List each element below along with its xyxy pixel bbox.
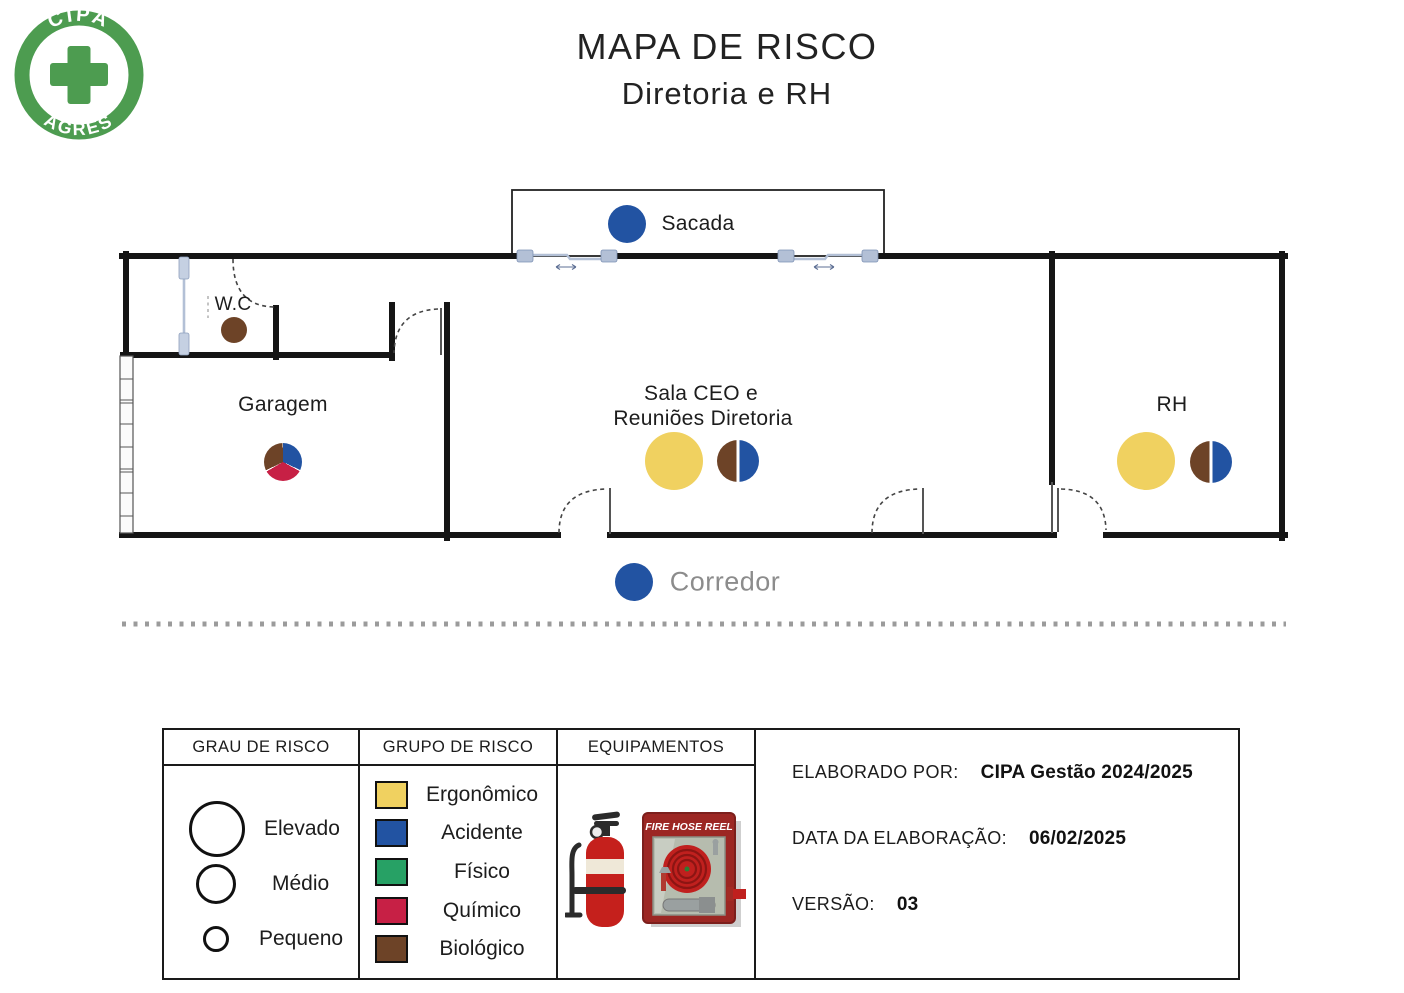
door-arcs — [232, 258, 1107, 534]
page-subtitle: Diretoria e RH — [621, 76, 833, 111]
sliding-door-right — [777, 249, 879, 270]
grupo-label-ergonomico: Ergonômico — [425, 782, 539, 806]
floorplan-walls — [119, 251, 1288, 541]
grau-header: GRAU DE RISCO — [164, 730, 358, 766]
info-value-elaborado: CIPA Gestão 2024/2025 — [980, 762, 1193, 783]
swatch-fisico — [375, 857, 408, 886]
risk-dot-wc-biologico — [221, 317, 247, 343]
garage-door — [119, 355, 134, 534]
sacada-outline — [511, 189, 885, 257]
swatch-acidente — [375, 819, 408, 848]
risk-dot-sacada-acidente — [608, 205, 646, 243]
info-label-versao: VERSÃO: — [792, 894, 875, 914]
swatch-ergonomico — [375, 780, 408, 809]
room-label-sacada: Sacada — [661, 212, 735, 235]
door-leaves — [440, 308, 1059, 534]
entry-door — [178, 256, 209, 356]
logo-cross-v — [67, 46, 91, 104]
logo-top-text: CIPA — [45, 10, 111, 33]
grupo-body: Ergonômico Acidente Físico Químico Bioló… — [360, 766, 556, 978]
grau-circle-medio — [196, 864, 236, 904]
legend-col-info: ELABORADO POR: CIPA Gestão 2024/2025 DAT… — [756, 730, 1238, 978]
grupo-row: Ergonômico — [360, 780, 556, 809]
grupo-label-biologico: Biológico — [439, 937, 525, 961]
fire-hose-reel-label: FIRE HOSE REEL — [645, 821, 733, 833]
room-label-rh: RH — [1156, 393, 1188, 416]
info-label-data: DATA DA ELABORAÇÃO: — [792, 828, 1007, 848]
info-value-versao: 03 — [896, 894, 919, 915]
fire-hose-reel-icon: FIRE HOSE REEL — [642, 812, 746, 927]
grupo-row: Químico — [360, 896, 556, 925]
grau-label-elevado: Elevado — [264, 817, 340, 840]
risk-dot-rh-ergonomico — [1117, 432, 1175, 490]
info-row-data: DATA DA ELABORAÇÃO: 06/02/2025 — [792, 828, 1228, 850]
page-title: MAPA DE RISCO — [576, 26, 878, 67]
fire-extinguisher-icon — [565, 811, 626, 927]
info-row-versao: VERSÃO: 03 — [792, 894, 1228, 916]
grupo-label-fisico: Físico — [453, 859, 510, 883]
room-label-corredor: Corredor — [669, 566, 781, 597]
info-value-data: 06/02/2025 — [1029, 828, 1127, 849]
legend-col-grupo: GRUPO DE RISCO Ergonômico Acidente Físic… — [360, 730, 558, 978]
risk-dot-corredor-acidente — [615, 563, 653, 601]
risk-pie-garagem — [264, 443, 302, 481]
room-label-wc: W.C — [214, 294, 252, 315]
svg-text:CIPA: CIPA — [45, 10, 114, 33]
grau-body: Elevado Médio Pequeno — [164, 766, 358, 978]
grau-label-pequeno: Pequeno — [259, 927, 344, 950]
risk-dot-ceo-ergonomico — [645, 432, 703, 490]
room-label-sala-ceo-2: Reuniões Diretoria — [613, 407, 793, 430]
equip-header: EQUIPAMENTOS — [558, 730, 754, 766]
swatch-quimico — [375, 896, 408, 925]
grupo-row: Físico — [360, 857, 556, 886]
grupo-label-quimico: Químico — [442, 898, 522, 922]
grupo-row: Biológico — [360, 935, 556, 964]
floorplan-drawing — [119, 189, 1288, 627]
swatch-biologico — [375, 935, 408, 964]
info-label-elaborado: ELABORADO POR: — [792, 762, 959, 782]
grupo-label-acidente: Acidente — [441, 821, 523, 845]
sliding-door-left — [516, 249, 618, 270]
risk-split-ceo-biologico-acidente — [717, 440, 759, 482]
cipa-logo: CIPA AGRES — [14, 10, 144, 140]
grau-circle-pequeno — [203, 926, 229, 952]
room-label-garagem: Garagem — [238, 393, 328, 416]
grupo-header: GRUPO DE RISCO — [360, 730, 556, 766]
risk-split-rh-biologico-acidente — [1190, 441, 1232, 483]
room-label-sala-ceo-1: Sala CEO e — [644, 382, 758, 405]
legend-table: GRAU DE RISCO Elevado Médio Pequeno GRUP… — [162, 728, 1240, 980]
legend-col-equip: EQUIPAMENTOS FIRE — [558, 730, 756, 978]
grau-label-medio: Médio — [272, 872, 330, 895]
grau-circle-elevado — [189, 801, 245, 857]
info-body: ELABORADO POR: CIPA Gestão 2024/2025 DAT… — [756, 730, 1238, 978]
info-row-elaborado: ELABORADO POR: CIPA Gestão 2024/2025 — [792, 762, 1228, 784]
grupo-row: Acidente — [360, 819, 556, 848]
equip-body: FIRE HOSE REEL — [558, 766, 754, 978]
title-block: MAPA DE RISCO Diretoria e RH — [50, 26, 1404, 112]
legend-col-grau: GRAU DE RISCO Elevado Médio Pequeno — [164, 730, 360, 978]
